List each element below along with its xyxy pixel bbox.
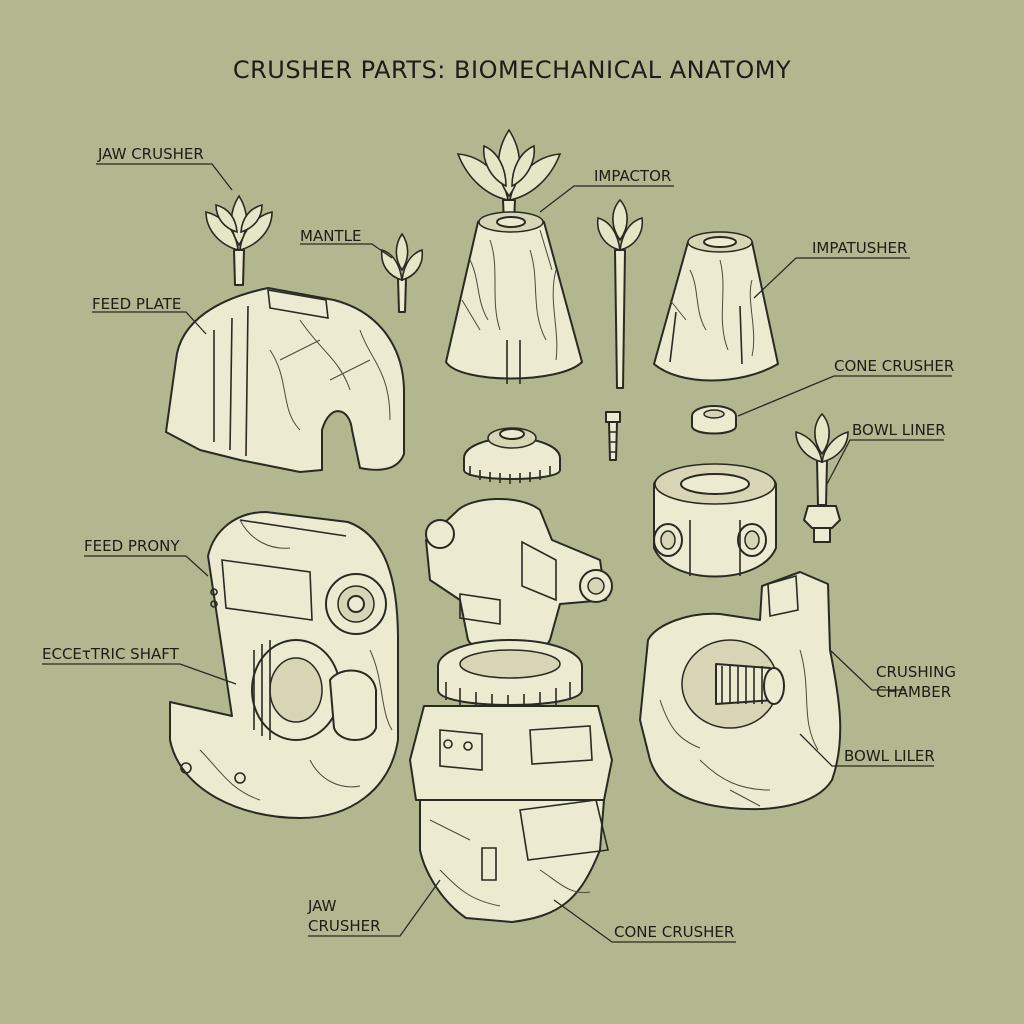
label-cone-crusher-bottom: CONE CRUSHER bbox=[614, 923, 735, 941]
label-crushing-chamber: CRUSHING CHAMBER bbox=[876, 663, 956, 701]
label-jaw-crusher-top: JAW CRUSHER bbox=[98, 145, 204, 163]
label-feed-plate: FEED PLATE bbox=[92, 295, 182, 313]
label-impatusher: IMPATUSHER bbox=[812, 239, 908, 257]
sprout-rod bbox=[596, 198, 644, 389]
page-title: CRUSHER PARTS: BIOMECHANICAL ANATOMY bbox=[232, 56, 792, 84]
label-bowl-liner: BOWL LINER bbox=[852, 421, 946, 439]
label-mantle: MANTLE bbox=[300, 227, 362, 245]
sprout-jaw-crusher bbox=[205, 194, 273, 286]
ring-small bbox=[691, 405, 737, 435]
impatusher-cone bbox=[653, 231, 779, 382]
label-jaw-crusher-bottom: JAW CRUSHER bbox=[308, 897, 381, 935]
crushing-chamber-part bbox=[639, 571, 842, 811]
label-cone-crusher-right: CONE CRUSHER bbox=[834, 357, 955, 375]
center-tower bbox=[409, 498, 613, 923]
label-bowl-liler: BOWL LILER bbox=[844, 747, 935, 765]
eccentric-assembly bbox=[169, 511, 399, 819]
impactor-cone bbox=[445, 211, 583, 384]
gear-disc-left bbox=[463, 427, 561, 484]
sprout-bowl-liner bbox=[795, 412, 849, 543]
feed-plate-part bbox=[165, 287, 405, 473]
sprout-impactor bbox=[456, 128, 562, 223]
label-impactor: IMPACTOR bbox=[594, 167, 672, 185]
leader-lines bbox=[42, 163, 952, 943]
label-feed-prony: FEED PRONY bbox=[84, 537, 180, 555]
bolt-small bbox=[605, 411, 621, 461]
label-eccentric-shaft: ECCEτTRIC SHAFT bbox=[42, 645, 179, 663]
bowl-housing bbox=[653, 463, 777, 578]
sprout-mantle bbox=[380, 232, 424, 313]
